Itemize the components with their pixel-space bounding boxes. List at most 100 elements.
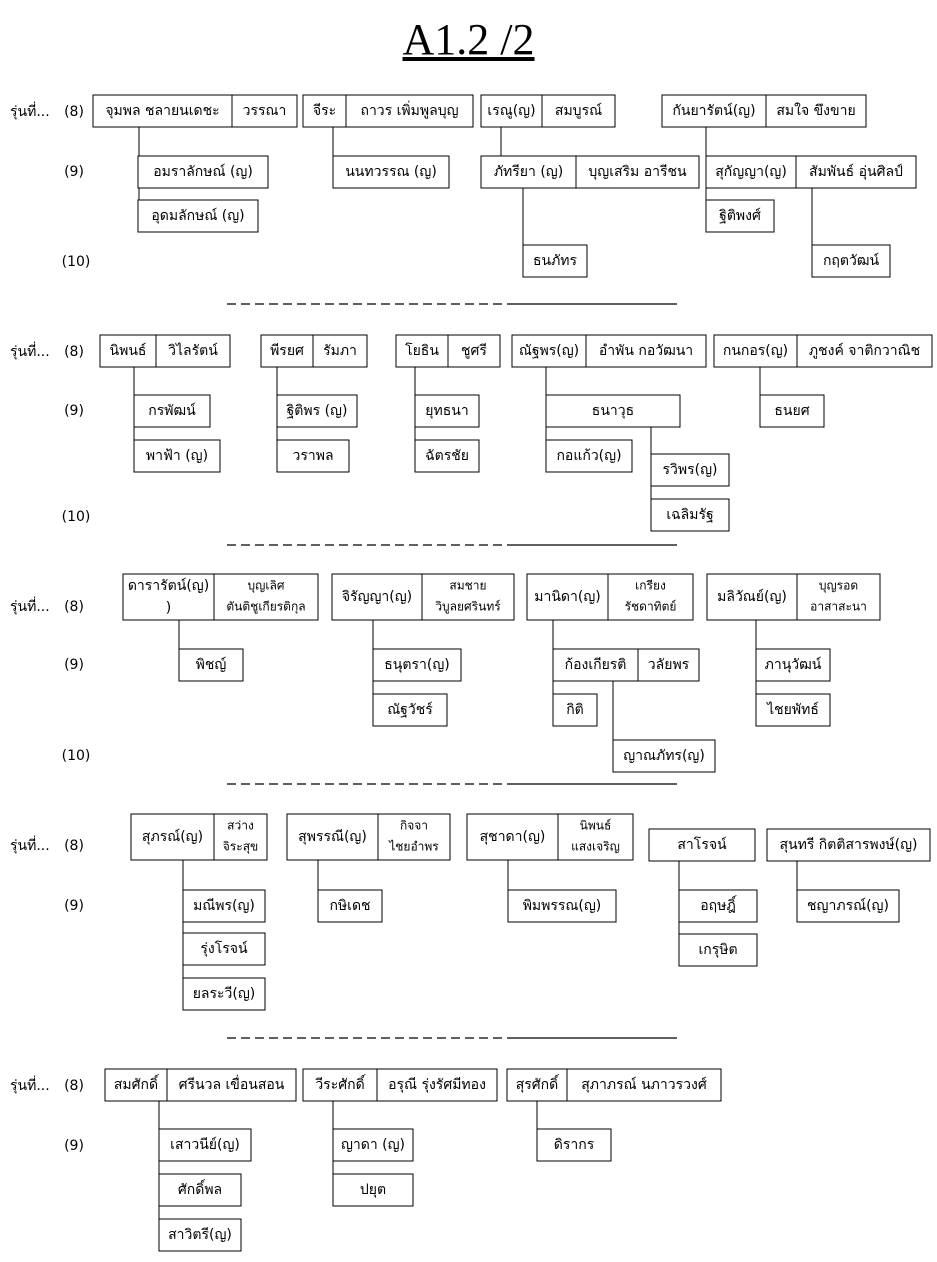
spouse-name: อำพัน กอวัฒนา (599, 343, 693, 359)
couple-box (99, 334, 231, 368)
spouse-name: จิระสุข (223, 840, 258, 855)
couple-box (706, 573, 881, 621)
person-box (332, 1128, 414, 1162)
spouse-name: โยธิน (405, 342, 439, 359)
spouse-name: ณัฐพร(ญ) (519, 343, 579, 359)
generation-label: (8) (64, 599, 84, 615)
generation-row-label: รุ่นที่... (10, 342, 50, 360)
spouse-name: ภัทรียา (ญ) (494, 164, 563, 180)
couple-box (286, 813, 451, 861)
spouse-name: ชูศรี (461, 343, 487, 359)
person-name: ชญาภรณ์(ญ) (807, 897, 889, 914)
spouse-name: สมศักดิ์ (114, 1074, 160, 1093)
person-box (536, 1128, 612, 1162)
couple-box (552, 648, 700, 682)
spouse-name: จิรัญญา(ญ) (342, 589, 412, 605)
person-name: ไชยพัทธ์ (766, 701, 819, 718)
person-name: ธนุตรา(ญ) (384, 657, 449, 673)
person-box (612, 739, 716, 773)
person-box (755, 648, 831, 682)
person-box (507, 889, 617, 923)
spouse-name: สุชาดา(ญ) (480, 829, 546, 845)
spouse-name: ก้องเกียรติ (565, 657, 627, 673)
spouse-name: วีระศักดิ์ (315, 1074, 366, 1093)
person-box (796, 889, 900, 923)
spouse-name: สุภาภรณ์ นภาวรวงศ์ (581, 1076, 707, 1093)
person-name: ณัฐวัชร์ (387, 701, 433, 718)
person-box (276, 394, 358, 428)
generation-row-label: รุ่นที่... (10, 102, 50, 120)
generation-label: (9) (64, 403, 84, 419)
person-name: ญาณภัทร(ญ) (623, 748, 705, 764)
person-box (522, 244, 588, 278)
person-name: ฐิติพร (ญ) (286, 403, 347, 419)
person-box (650, 498, 730, 532)
person-name: เกรุษิต (698, 942, 737, 958)
spouse-name: พีรยศ (270, 343, 304, 359)
couple-box (480, 94, 616, 128)
generation-label: (10) (62, 748, 91, 764)
generation-label: (9) (64, 898, 84, 914)
person-name: ศักดิ์พล (178, 1179, 222, 1198)
couple-box (130, 813, 268, 861)
spouse-name: สว่าง (227, 819, 254, 833)
person-box (650, 453, 730, 487)
person-name: อฤษฎิ์ (700, 895, 737, 914)
person-box (545, 394, 681, 428)
person-name: กษิเดช (329, 898, 370, 914)
person-box (552, 693, 598, 727)
spouse-name: สุกัญญา(ญ) (715, 164, 787, 180)
person-box (158, 1173, 242, 1207)
generation-row-label: รุ่นที่... (10, 597, 50, 615)
person-name: สุนทรี กิตติสารพงษ์(ญ) (779, 836, 917, 853)
person-box (182, 932, 266, 966)
couple-box (260, 334, 368, 368)
spouse-name: สมชาย (449, 579, 486, 593)
person-name: กฤตวัฒน์ (823, 252, 880, 269)
person-box (332, 155, 450, 189)
spouse-name: มลิวัณย์(ญ) (717, 588, 787, 605)
spouse-name: จุมพล ชลายนเดชะ (105, 103, 219, 119)
spouse-name: สุพรรณี(ญ) (298, 829, 367, 845)
person-box (133, 394, 211, 428)
person-box (755, 693, 831, 727)
spouse-name: เรณู(ญ) (487, 103, 535, 119)
spouse-name: บุญเลิศ (248, 579, 285, 594)
person-name: ยุทธนา (425, 403, 468, 419)
person-box (372, 648, 462, 682)
person-name: มณีพร(ญ) (193, 898, 255, 914)
spouse-name: แสงเจริญ (571, 840, 620, 854)
person-box (811, 244, 891, 278)
spouse-name: มานิดา(ญ) (534, 589, 600, 605)
person-name: สาโรจน์ (677, 836, 727, 853)
person-name: ภานุวัฒน์ (765, 656, 822, 673)
person-name: วราพล (292, 448, 333, 464)
person-name: รุ่งโรจน์ (200, 940, 248, 957)
spouse-name: อรุณี รุ่งรัศมีทอง (388, 1077, 486, 1093)
spouse-name: ภูชงค์ จาติกวาณิช (809, 342, 920, 359)
person-box (158, 1218, 242, 1252)
person-name: เสาวนีย์(ญ) (170, 1136, 240, 1153)
couple-box (122, 573, 319, 621)
person-box (414, 394, 480, 428)
spouse-name: ศรีนวล เขื่อนสอน (179, 1075, 285, 1093)
person-name: พาฟ้า (ญ) (146, 448, 208, 464)
person-box (678, 933, 758, 967)
spouse-name: สมบูรณ์ (555, 102, 602, 119)
spouse-name: สุรศักดิ์ (516, 1074, 560, 1093)
generation-label: (8) (64, 104, 84, 120)
spouse-name: ไชยอำพร (388, 840, 439, 854)
spouse-name: สมใจ ขึงขาย (776, 102, 855, 119)
couple-box (713, 334, 933, 368)
person-box (759, 394, 825, 428)
spouse-name: สุภรณ์(ญ) (142, 828, 203, 845)
person-name: กอแก้ว(ญ) (556, 448, 621, 464)
person-name: กรพัฒน์ (148, 402, 196, 419)
person-box (178, 648, 244, 682)
spouse-name: วิไลรัตน์ (168, 342, 218, 359)
spouse-name: วิบูลยศรินทร์ (435, 600, 501, 615)
person-box (332, 1173, 414, 1207)
page-title: A1.2 /2 (402, 15, 535, 64)
person-box (545, 439, 633, 473)
